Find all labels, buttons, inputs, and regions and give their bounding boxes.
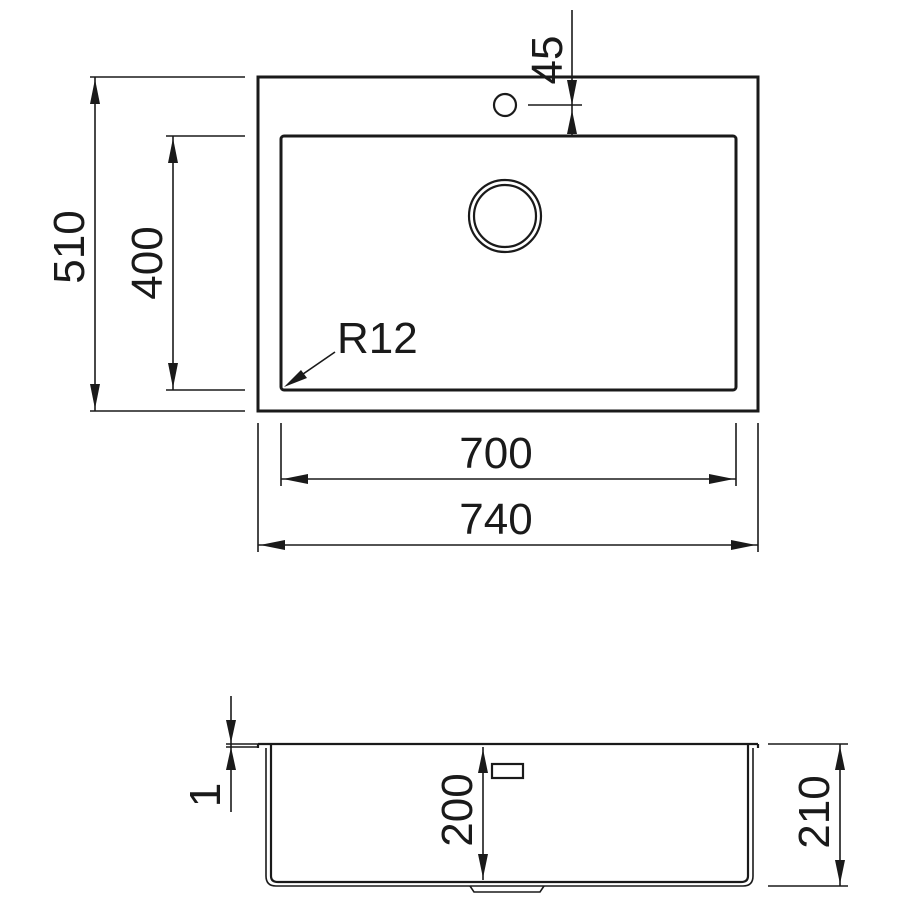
dim-bowl-depth: 400	[123, 135, 245, 391]
dim-bowl-width-label: 700	[459, 429, 532, 478]
tap-hole	[492, 92, 518, 118]
dim-bowl-depth-label: 400	[123, 226, 172, 299]
dim-bowl-height-label: 200	[433, 773, 482, 846]
top-view: 45 510 400 R12	[45, 10, 760, 552]
dim-overall-depth: 510	[45, 76, 245, 412]
drain-inner-circle	[472, 183, 538, 249]
dim-tap-hole-offset: 45	[523, 10, 577, 136]
side-view: 1 200 210	[181, 696, 848, 893]
dim-overall-height: 210	[768, 743, 848, 887]
dim-corner-radius-label: R12	[337, 314, 418, 363]
bowl-side-inner	[265, 748, 754, 887]
dim-overall-depth-label: 510	[45, 210, 94, 283]
drain-outer-circle	[467, 178, 543, 254]
dim-overall-width: 740	[257, 423, 759, 552]
dim-bowl-height: 200	[433, 747, 488, 880]
overflow-slot	[490, 762, 525, 780]
dim-tap-hole-offset-label: 45	[523, 36, 572, 85]
bowl-inner-outline	[279, 134, 738, 392]
dim-bowl-width: 700	[280, 423, 737, 486]
dim-overall-width-label: 740	[459, 495, 532, 544]
bowl-side-profile	[269, 744, 750, 884]
drain-bottom	[469, 885, 545, 893]
dim-rim-thickness-label: 1	[181, 783, 230, 807]
dim-overall-height-label: 210	[790, 775, 839, 848]
sink-outer-outline	[256, 75, 760, 413]
dim-rim-thickness: 1	[181, 696, 258, 812]
dim-corner-radius: R12	[284, 314, 418, 387]
